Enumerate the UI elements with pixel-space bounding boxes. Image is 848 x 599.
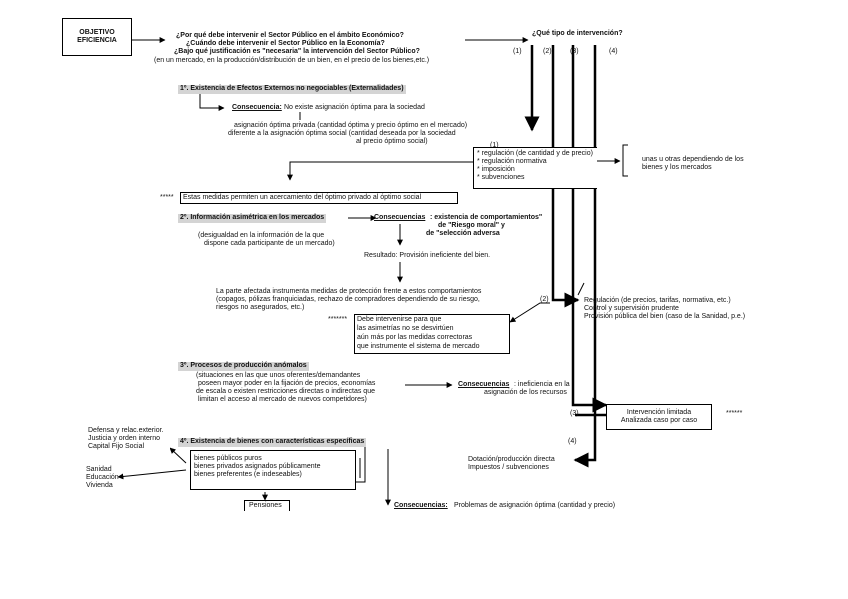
tipo-num-2: (2)	[543, 48, 552, 55]
s4-bienes-2: bienes privados asignados públicamente	[194, 463, 321, 470]
s2-cons-line2: de "selección adversa	[426, 230, 500, 237]
objetivo-box: OBJETIVO EFICIENCIA	[62, 18, 132, 56]
s1-side-2: bienes y los mercados	[642, 164, 712, 171]
s2-result: Resultado: Provisión ineficiente del bie…	[364, 252, 491, 259]
s2-stars: *******	[328, 316, 348, 323]
s2-box-line4: que instrumente el sistema de mercado	[357, 343, 480, 350]
s4-bienes-3: bienes preferentes (e indeseables)	[194, 471, 302, 478]
s1-note-box: Estas medidas permiten un acercamiento d…	[180, 192, 458, 204]
s1-measures-box: * regulación (de cantidad y de precio) *…	[473, 147, 597, 189]
tipo-num-3: (3)	[570, 48, 579, 55]
s2-para-1: La parte afectada instrumenta medidas de…	[216, 288, 482, 295]
question-2: ¿Cuándo debe intervenir el Sector Públic…	[186, 40, 385, 47]
s2-para-3: riesgos no asegurados, etc.)	[216, 304, 305, 311]
s1-desc-3: al precio óptimo social)	[356, 138, 428, 145]
s4-pensiones: Pensiones	[249, 502, 282, 509]
s4-dot-1: Dotación/producción directa	[468, 456, 555, 463]
objetivo-line2: EFICIENCIA	[77, 37, 117, 44]
s3-desc-3: de escala o existen restricciones direct…	[196, 388, 375, 395]
s2-box-line3: aún más por las medidas correctoras	[357, 334, 473, 341]
s4-left1-3: Capital Fijo Social	[88, 443, 145, 450]
s2-reg-2: Control y supervisión prudente	[584, 305, 679, 312]
s1-title: 1º. Existencia de Efectos Externos no ne…	[178, 85, 406, 94]
s2-title: 2º. Información asimétrica en los mercad…	[178, 214, 327, 223]
s4-pensiones-box: Pensiones	[244, 500, 290, 511]
s2-reg-3: Provisión pública del bien (caso de la S…	[584, 313, 746, 320]
s2-box-line2: las asimetrías no se desvirtúen	[357, 325, 454, 332]
s4-cons-text: Problemas de asignación óptima (cantidad…	[454, 502, 616, 509]
question-1: ¿Por qué debe intervenir el Sector Públi…	[176, 32, 404, 39]
s2-num: (2)	[540, 296, 549, 303]
s4-left2-1: Sanidad	[86, 466, 112, 473]
tipo-title: ¿Qué tipo de intervención?	[532, 30, 623, 37]
s3-num: (3)	[570, 410, 579, 417]
s3-title: 3º. Procesos de producción anómalos	[178, 362, 309, 371]
s3-box-line1: Intervención limitada	[626, 409, 692, 416]
s1-num: (1)	[490, 142, 499, 149]
s1-side-1: unas u otras dependiendo de los	[642, 156, 744, 163]
tipo-num-4: (4)	[609, 48, 618, 55]
s2-intervention-box: Debe intervenirse para que las asimetría…	[354, 314, 510, 354]
s2-sub-1: (desigualdad en la información de la que	[198, 232, 325, 239]
s3-box-line2: Analizada caso por caso	[620, 417, 698, 424]
s4-left1-box: Defensa y relac.exterior. Justicia y ord…	[86, 426, 170, 456]
s2-para-2: (copagos, pólizas franquiciadas, rechazo…	[216, 296, 480, 303]
s4-bienes-box: bienes públicos puros bienes privados as…	[190, 450, 356, 490]
s3-desc-1: (situaciones en las que unos oferentes/d…	[196, 372, 361, 379]
s3-desc-2: poseen mayor poder en la fijación de pre…	[198, 380, 376, 387]
question-3: ¿Bajo qué justificación es "necesaria" l…	[174, 48, 420, 55]
tipo-num-1: (1)	[513, 48, 522, 55]
s3-box: Intervención limitada Analizada caso por…	[606, 404, 712, 430]
s1-cons-text: No existe asignación óptima para la soci…	[284, 104, 425, 111]
s1-measure-3: * imposición	[477, 166, 515, 173]
s4-left2-2: Educación	[86, 474, 119, 481]
s4-cons-label: Consecuencias:	[394, 502, 448, 509]
s1-measure-4: * subvenciones	[477, 174, 525, 181]
s3-desc-4: limitan el acceso al mercado de nuevos c…	[198, 396, 367, 403]
s4-num: (4)	[568, 438, 577, 445]
s4-left1-2: Justicia y orden interno	[88, 435, 160, 442]
s1-cons-label: Consecuencia:	[232, 104, 282, 111]
s4-left1-1: Defensa y relac.exterior.	[88, 427, 164, 434]
s2-cons-text: : existencia de comportamientos"	[430, 214, 543, 221]
s1-desc-2: diferente a la asignación óptima social …	[228, 130, 456, 137]
s2-sub-2: dispone cada participante de un mercado)	[204, 240, 335, 247]
s4-dot-2: Impuestos / subvenciones	[468, 464, 549, 471]
s3-cons-line1: : ineficiencia en la	[514, 381, 570, 388]
s2-cons-line1: de "Riesgo moral" y	[438, 222, 505, 229]
s3-cons-line2: asignación de los recursos	[484, 389, 567, 396]
s4-bienes-1: bienes públicos puros	[194, 455, 262, 462]
s2-reg-1: Regulación (de precios, tarifas, normati…	[584, 297, 731, 304]
s4-title: 4º. Existencia de bienes con característ…	[178, 438, 367, 447]
objetivo-line1: OBJETIVO	[79, 29, 115, 36]
s1-note: Estas medidas permiten un acercamiento d…	[183, 194, 422, 201]
s4-left2-3: Vivienda	[86, 482, 113, 489]
s2-cons-label: Consecuencias	[374, 214, 426, 221]
question-note: (en un mercado, en la producción/distrib…	[154, 57, 430, 64]
s1-stars: *****	[160, 194, 174, 201]
s3-cons-label: Consecuencias	[458, 381, 510, 388]
s1-measure-1: * regulación (de cantidad y de precio)	[477, 150, 593, 157]
s1-desc-1: asignación óptima privada (cantidad ópti…	[234, 122, 468, 129]
s1-measure-2: * regulación normativa	[477, 158, 547, 165]
s2-box-line1: Debe intervenirse para que	[357, 316, 442, 323]
s3-stars: ******	[726, 410, 743, 417]
